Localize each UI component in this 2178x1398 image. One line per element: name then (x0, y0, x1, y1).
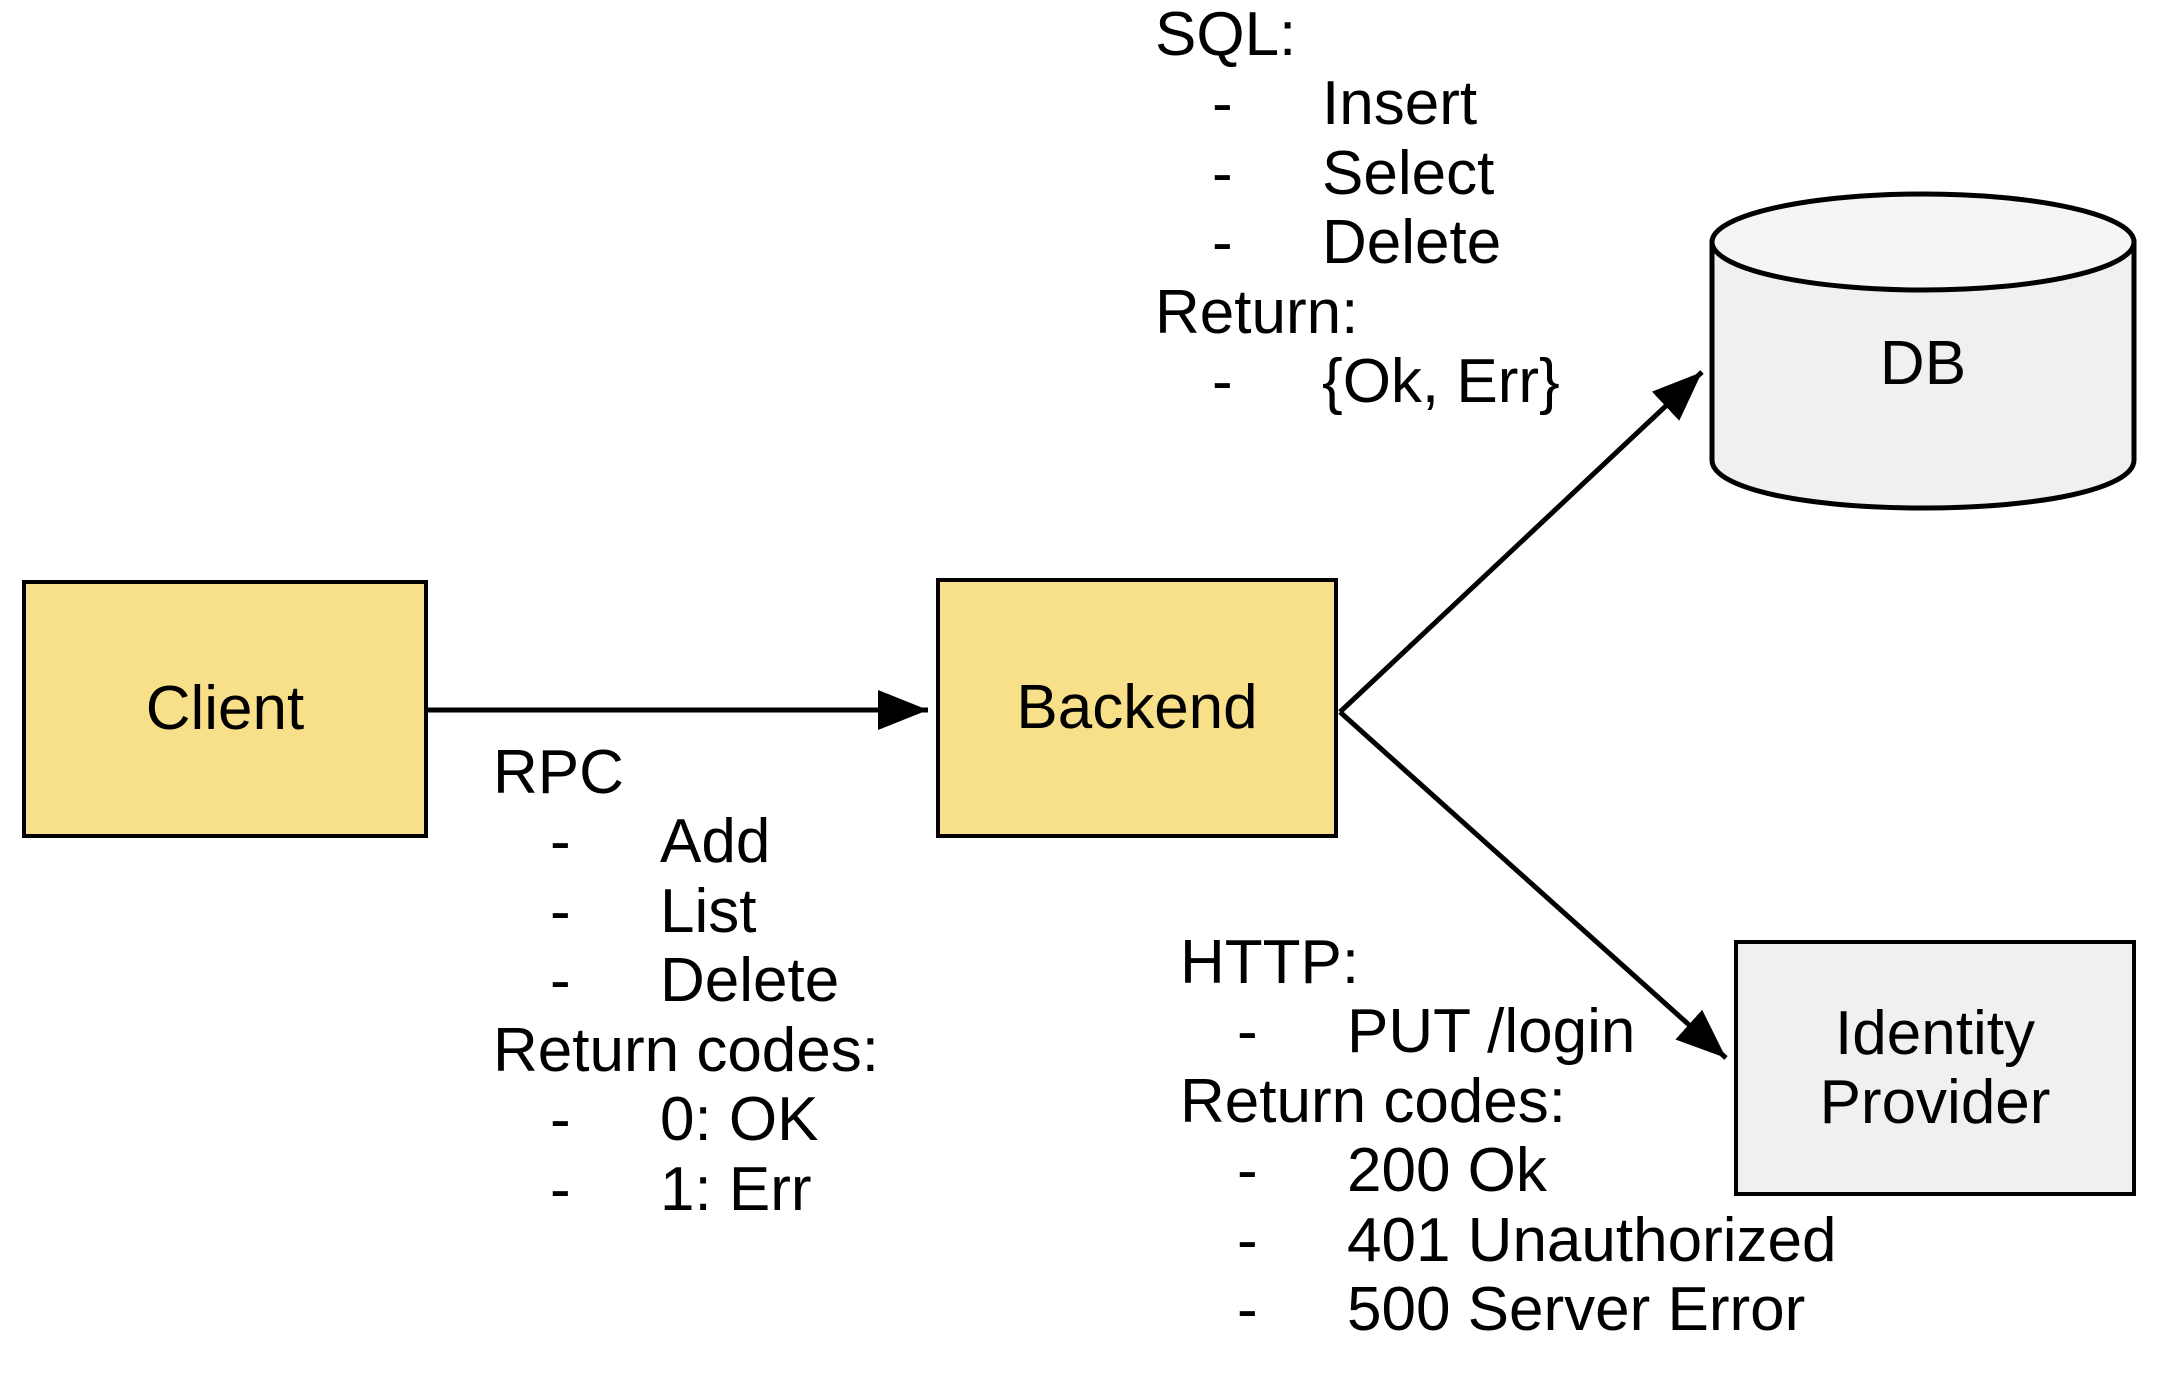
bullet-dash-icon: - (1237, 1275, 1258, 1345)
annotation-rpc-return-ok-label: 0: OK (660, 1085, 819, 1155)
annotation-rpc: RPC - Add - List - Delete Return codes: - 0:… (493, 738, 879, 1224)
annotation-rpc-item-list-label: List (660, 876, 757, 946)
annotation-rpc-heading: RPC (493, 738, 624, 807)
annotation-rpc-item-delete-label: Delete (660, 946, 840, 1016)
annotation-sql-item-delete-label: Delete (1322, 208, 1502, 278)
annotation-http-return-500: - 500 Server Error (1180, 1275, 1836, 1344)
annotation-http-return-401: - 401 Unauthorized (1180, 1206, 1836, 1275)
bullet-dash-icon: - (1237, 997, 1258, 1067)
annotation-http-return-401-label: 401 Unauthorized (1347, 1205, 1837, 1275)
database-cylinder-icon (1709, 191, 2137, 511)
annotation-rpc-item-delete: - Delete (493, 946, 879, 1015)
annotation-sql-item-insert-label: Insert (1322, 69, 1478, 139)
node-db-label: DB (1879, 329, 1967, 399)
bullet-dash-icon: - (1212, 347, 1233, 417)
node-db[interactable]: DB (1708, 190, 2138, 512)
annotation-sql-heading: SQL: (1155, 0, 1297, 69)
annotation-http-return-heading: Return codes: (1180, 1066, 1566, 1136)
annotation-sql-return-heading: Return: (1155, 277, 1359, 347)
bullet-dash-icon: - (550, 1085, 571, 1155)
annotation-http-return-200-label: 200 Ok (1347, 1136, 1547, 1206)
annotation-sql-return-result-label: {Ok, Err} (1322, 347, 1560, 417)
annotation-rpc-return-ok: - 0: OK (493, 1085, 879, 1154)
annotation-sql: SQL: - Insert - Select - Delete Return: - {O… (1155, 0, 1560, 417)
annotation-http-item-put-login-label: PUT /login (1347, 997, 1636, 1067)
annotation-rpc-item-add-label: Add (660, 807, 771, 877)
node-identity-provider-label-line2: Provider (1819, 1068, 2051, 1137)
annotation-rpc-item-list: - List (493, 877, 879, 946)
bullet-dash-icon: - (1237, 1205, 1258, 1275)
annotation-sql-item-select-label: Select (1322, 138, 1495, 208)
node-identity-provider[interactable]: Identity Provider (1734, 940, 2136, 1196)
bullet-dash-icon: - (1212, 69, 1233, 139)
annotation-sql-item-select: - Select (1155, 139, 1560, 208)
annotation-sql-item-insert: - Insert (1155, 69, 1560, 138)
bullet-dash-icon: - (1237, 1136, 1258, 1206)
annotation-http-heading: HTTP: (1180, 928, 1360, 997)
bullet-dash-icon: - (1212, 138, 1233, 208)
node-client-label: Client (145, 674, 305, 744)
node-backend[interactable]: Backend (936, 578, 1338, 838)
bullet-dash-icon: - (550, 1154, 571, 1224)
annotation-sql-item-delete: - Delete (1155, 208, 1560, 277)
node-client[interactable]: Client (22, 580, 428, 838)
node-backend-label: Backend (1016, 673, 1258, 743)
bullet-dash-icon: - (1212, 208, 1233, 278)
annotation-rpc-item-add: - Add (493, 807, 879, 876)
annotation-http-return-500-label: 500 Server Error (1347, 1275, 1806, 1345)
bullet-dash-icon: - (550, 876, 571, 946)
bullet-dash-icon: - (550, 807, 571, 877)
annotation-rpc-return-err: - 1: Err (493, 1155, 879, 1224)
node-identity-provider-label: Identity Provider (1820, 999, 2051, 1138)
node-identity-provider-label-line1: Identity (1835, 998, 2035, 1068)
annotation-sql-return-result: - {Ok, Err} (1155, 347, 1560, 416)
bullet-dash-icon: - (550, 946, 571, 1016)
annotation-http: HTTP: -PUT /login Return codes: -200 Ok … (1180, 928, 1836, 1345)
annotation-http-return-200: - 200 Ok (1180, 1136, 1836, 1205)
annotation-http-item-put-login: - PUT /login (1180, 997, 1836, 1066)
annotation-rpc-return-heading: Return codes: (493, 1015, 879, 1085)
arrow-backend-to-db (1338, 370, 1704, 714)
annotation-rpc-return-err-label: 1: Err (660, 1154, 812, 1224)
